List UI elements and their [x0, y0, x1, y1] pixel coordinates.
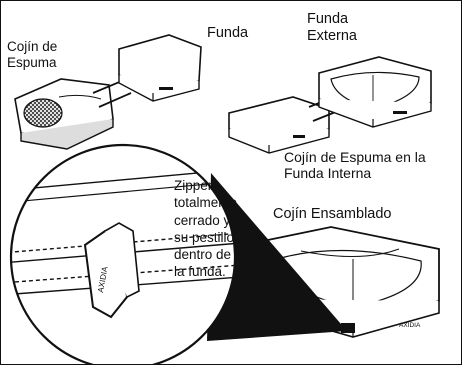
- label-cojin-funda-interna: Cojín de Espuma en la Funda Interna: [284, 149, 426, 182]
- zoom-wedge: [207, 173, 347, 341]
- foam-cushion: [14, 78, 114, 150]
- label-cojin-de-espuma: Cojín de Espuma: [7, 39, 58, 70]
- label-funda-externa: Funda Externa: [307, 11, 357, 44]
- cover-funda: [118, 34, 202, 102]
- brand-mark-cushion: AXIDIA: [399, 322, 421, 329]
- brand-mark-zoom: AXIDIA: [96, 265, 110, 293]
- zipper-magnifier: [9, 143, 237, 364]
- label-zipper-note: Zipper totalmente cerrado y su pestillo …: [174, 178, 238, 280]
- zipper-pull-assembled: [341, 323, 355, 333]
- inner-cover-cushion: [228, 96, 330, 154]
- outer-cover-funda-externa: [318, 56, 432, 128]
- label-funda: Funda: [207, 25, 249, 41]
- label-cojin-ensamblado: Cojín Ensamblado: [273, 206, 392, 222]
